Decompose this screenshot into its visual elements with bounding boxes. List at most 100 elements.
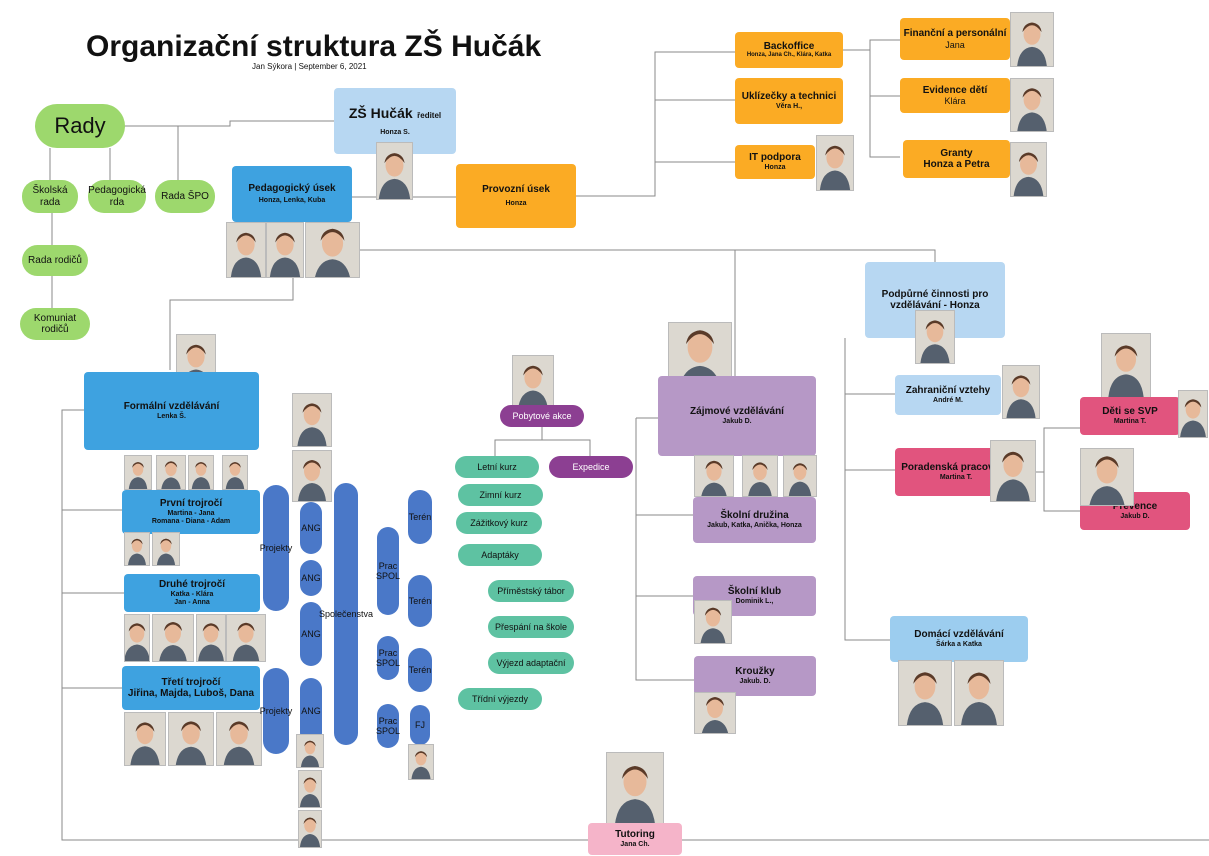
rada-rodicu-node[interactable]: Rada rodičů: [22, 245, 88, 276]
portrait-icon: [409, 745, 433, 779]
prac-spol-block-3[interactable]: Prac SPOL: [376, 704, 401, 748]
druhe-trojroci-node[interactable]: Druhé trojročí Katka - Klára Jan - Anna: [124, 574, 260, 612]
zahranicni-photo: [1002, 365, 1040, 419]
tutoring-photo: [606, 752, 664, 826]
pobyt-item-4[interactable]: Adaptáky: [458, 544, 542, 566]
domaci-title: Domácí vzdělávání: [914, 629, 1004, 641]
formalni-vzdelavani-node[interactable]: Formální vzdělávání Lenka Š.: [84, 372, 259, 450]
rada-spo-node[interactable]: Rada ŠPO: [155, 180, 215, 213]
prac-spol-block-1[interactable]: Prac SPOL: [376, 527, 401, 615]
teren-label-1: Terén: [408, 511, 432, 522]
komuniat-rodicu-node[interactable]: Komuniat rodičů: [20, 308, 90, 340]
zajmove-vzdelavani-node[interactable]: Zájmové vzdělávání Jakub D.: [658, 376, 816, 456]
komuniat-rodicu-label: Komuniat rodičů: [33, 312, 77, 336]
backoffice-node[interactable]: Backoffice Honza, Jana Ch., Klára, Katka: [735, 32, 843, 68]
provozni-usek-node[interactable]: Provozní úsek Honza: [456, 164, 576, 228]
treti-trojroci-node[interactable]: Třetí trojročí Jiřina, Majda, Luboš, Dan…: [122, 666, 260, 710]
domaci-name: Šárka a Katka: [936, 640, 982, 648]
krouzky-name: Jakub. D.: [739, 677, 771, 685]
pobyt-item-2[interactable]: Zimní kurz: [458, 484, 543, 506]
pobyt-item-8[interactable]: Třídní výjezdy: [458, 688, 542, 710]
prac-spol-label-3: Prac SPOL: [376, 715, 401, 736]
prvni-trojroci-node[interactable]: První trojročí Martina - Jana Romana - D…: [122, 490, 260, 534]
portrait-icon: [1081, 449, 1133, 505]
portrait-icon: [1003, 366, 1039, 418]
druzina-photo-3: [783, 455, 817, 497]
teren-label-3: Terén: [408, 664, 432, 675]
financni-photo: [1010, 12, 1054, 67]
treti-photo-2: [168, 712, 214, 766]
spolecenstva-block[interactable]: Společenstva: [319, 483, 373, 745]
ang-block-2[interactable]: ANG: [300, 560, 322, 596]
evidence-node[interactable]: Evidence dětí Klára: [900, 78, 1010, 113]
pobytove-akce-node[interactable]: Pobytové akce: [500, 405, 584, 427]
zajmove-name: Jakub D.: [722, 417, 752, 425]
prvni-photo-1: [124, 455, 152, 490]
ang-block-4[interactable]: ANG: [300, 678, 322, 744]
druzina-name: Jakub, Katka, Anička, Honza: [707, 521, 802, 529]
reditel-title-text: ZŠ Hučák: [348, 104, 413, 121]
financni-node[interactable]: Finanční a personální Jana: [900, 18, 1010, 60]
projekty-block-1[interactable]: Projekty: [260, 485, 292, 611]
granty-name: Honza a Petra: [923, 159, 990, 170]
pedagogicky-usek-node[interactable]: Pedagogický úsek Honza, Lenka, Kuba: [232, 166, 352, 222]
pedagogicky-photo-2: [266, 222, 304, 278]
svp-name: Martina T.: [1113, 417, 1147, 425]
financni-title: Finanční a personální: [903, 28, 1007, 40]
prac-spol-block-2[interactable]: Prac SPOL: [376, 636, 401, 680]
deti-se-svp-node[interactable]: Děti se SVP Martina T.: [1080, 397, 1180, 435]
zahranicni-vztahy-node[interactable]: Zahraniční vztehy André M.: [895, 375, 1001, 415]
it-name: Honza: [764, 163, 786, 171]
rady-node[interactable]: Rady: [35, 104, 125, 148]
teren-block-1[interactable]: Terén: [408, 490, 432, 544]
treti-line1: Jiřina, Majda, Luboš, Dana: [127, 688, 255, 699]
uklid-node[interactable]: Uklízečky a technici Věra H.,: [735, 78, 843, 124]
portrait-icon: [293, 451, 331, 501]
teren-block-2[interactable]: Terén: [408, 575, 432, 627]
skolska-rada-node[interactable]: Školská rada: [22, 180, 78, 213]
pedagogicka-rada-label: Pedagogická rda: [88, 185, 146, 208]
prvni-photo-3: [188, 455, 214, 490]
zahranicni-title: Zahraniční vztehy: [905, 385, 991, 397]
tutoring-node[interactable]: Tutoring Jana Ch.: [588, 823, 682, 855]
pobyt-item-3[interactable]: Zážitkový kurz: [456, 512, 542, 534]
ang-block-3[interactable]: ANG: [300, 602, 322, 666]
portrait-icon: [153, 533, 179, 565]
pobyt-item-label-4: Adaptáky: [481, 549, 519, 560]
krouzky-node[interactable]: Kroužky Jakub. D.: [694, 656, 816, 696]
granty-node[interactable]: Granty Honza a Petra: [903, 140, 1010, 178]
portrait-icon: [306, 223, 359, 277]
pobyt-item-7[interactable]: Výjezd adaptační: [488, 652, 574, 674]
pobytove-title: Pobytové akce: [512, 410, 572, 421]
pobyt-item-1[interactable]: Letní kurz: [455, 456, 539, 478]
spolecenstva-label: Společenstva: [318, 608, 374, 619]
skolni-druzina-node[interactable]: Školní družina Jakub, Katka, Anička, Hon…: [693, 497, 816, 543]
portrait-icon: [125, 713, 165, 765]
portrait-icon: [157, 456, 185, 489]
portrait-icon: [784, 456, 816, 496]
klub-photo: [694, 600, 732, 644]
prac-spol-label-2: Prac SPOL: [376, 647, 401, 668]
projekty-block-2[interactable]: Projekty: [260, 668, 292, 754]
it-podpora-node[interactable]: IT podpora Honza: [735, 145, 815, 179]
ang-block-1[interactable]: ANG: [300, 502, 322, 554]
reditel-suffix: ředitel: [417, 110, 442, 120]
pedagogicka-rada-node[interactable]: Pedagogická rda: [88, 180, 146, 213]
teren-block-3[interactable]: Terén: [408, 648, 432, 692]
portrait-icon: [297, 735, 323, 767]
domaci-vzdelavani-node[interactable]: Domácí vzdělávání Šárka a Katka: [890, 616, 1028, 662]
skolska-rada-label: Školská rada: [32, 185, 68, 208]
fj-block[interactable]: FJ: [410, 705, 430, 745]
expedice-label: Expedice: [572, 461, 610, 472]
financni-name: Jana: [945, 39, 965, 50]
evidence-name: Klára: [944, 96, 966, 107]
pobyt-item-6[interactable]: Přespání na škole: [488, 616, 574, 638]
expedice-node[interactable]: Expedice: [549, 456, 633, 478]
prac-spol-label-1: Prac SPOL: [376, 560, 401, 581]
pobyt-item-5[interactable]: Příměstský tábor: [488, 580, 574, 602]
granty-photo: [1010, 142, 1047, 197]
druhe-line1: Katka - Klára: [170, 590, 214, 598]
portrait-icon: [227, 615, 265, 661]
prvni-photo-2: [156, 455, 186, 490]
